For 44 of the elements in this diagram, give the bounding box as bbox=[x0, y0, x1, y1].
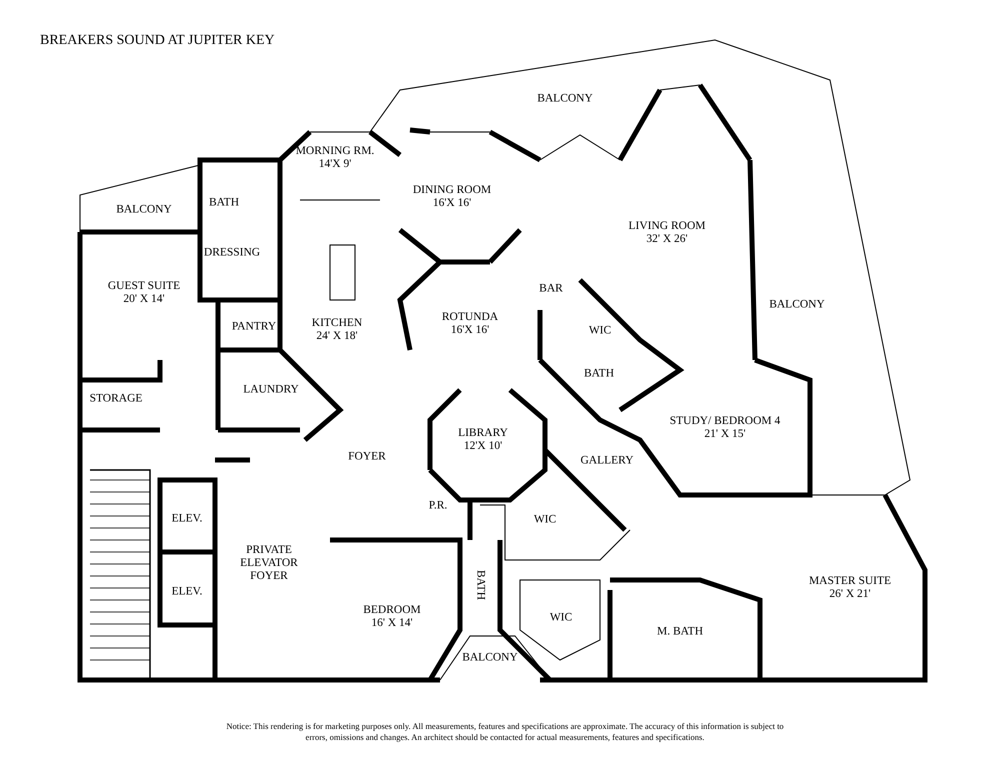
room-name: ROTUNDA bbox=[442, 310, 498, 324]
room-name: BEDROOM bbox=[363, 604, 421, 617]
room-name: ELEV. bbox=[172, 512, 202, 526]
room-name: PANTRY bbox=[232, 320, 276, 334]
room-dimension: 16' X 14' bbox=[371, 617, 413, 630]
room-name: FOYER bbox=[348, 450, 386, 464]
room-name: DRESSING bbox=[204, 246, 260, 260]
plan-title: BREAKERS SOUND AT JUPITER KEY bbox=[40, 32, 275, 50]
room-dimension: 12'X 10' bbox=[464, 440, 502, 454]
room-name: MORNING RM. bbox=[296, 144, 374, 158]
room-name: BALCONY bbox=[769, 298, 825, 312]
room-name: BALCONY bbox=[462, 651, 518, 665]
room-name: BALCONY bbox=[116, 203, 172, 217]
room-name: GUEST SUITE bbox=[108, 280, 180, 293]
room-name: MASTER SUITE bbox=[808, 574, 892, 588]
room-dimension: 16'X 16' bbox=[432, 197, 472, 210]
room-name: GALLERY bbox=[580, 454, 634, 468]
room-dimension: 14'X 9' bbox=[318, 158, 352, 172]
room-name: BATH bbox=[584, 367, 614, 381]
room-dimension: 26' X 21' bbox=[829, 588, 871, 602]
room-name: BATH bbox=[474, 570, 487, 600]
room-name: KITCHEN bbox=[312, 316, 362, 330]
room-name: LIVING ROOM bbox=[628, 220, 706, 233]
room-name: STUDY/ BEDROOM 4 bbox=[670, 414, 780, 428]
room-name: ELEV. bbox=[172, 585, 202, 599]
room-name: PRIVATE ELEVATOR FOYER bbox=[239, 544, 299, 584]
room-name: WIC bbox=[588, 324, 612, 338]
room-dimension: 32' X 26' bbox=[646, 233, 688, 246]
room-name: LAUNDRY bbox=[243, 383, 299, 397]
room-dimension: 20' X 14' bbox=[123, 293, 165, 306]
room-name: DINING ROOM bbox=[412, 184, 492, 197]
room-dimension: 16'X 16' bbox=[450, 324, 490, 338]
room-name: WIC bbox=[534, 513, 556, 527]
room-name: WIC bbox=[550, 611, 572, 625]
room-name: P.R. bbox=[428, 499, 448, 513]
room-name: BAR bbox=[539, 282, 563, 296]
room-name: M. BATH bbox=[657, 625, 703, 639]
room-name: BATH bbox=[208, 196, 240, 210]
disclaimer-notice: Notice: This rendering is for marketing purposes only. All measurements, features and specifications are approximate. The accuracy of this information is subject to errors, omissions and changes. An architect should be contacted for actual measurements, features and specifications. bbox=[225, 721, 785, 744]
room-name: STORAGE bbox=[90, 392, 142, 406]
room-name: LIBRARY bbox=[458, 426, 508, 440]
room-dimension: 21' X 15' bbox=[704, 428, 746, 442]
room-dimension: 24' X 18' bbox=[316, 330, 358, 344]
room-name: BALCONY bbox=[537, 92, 593, 106]
